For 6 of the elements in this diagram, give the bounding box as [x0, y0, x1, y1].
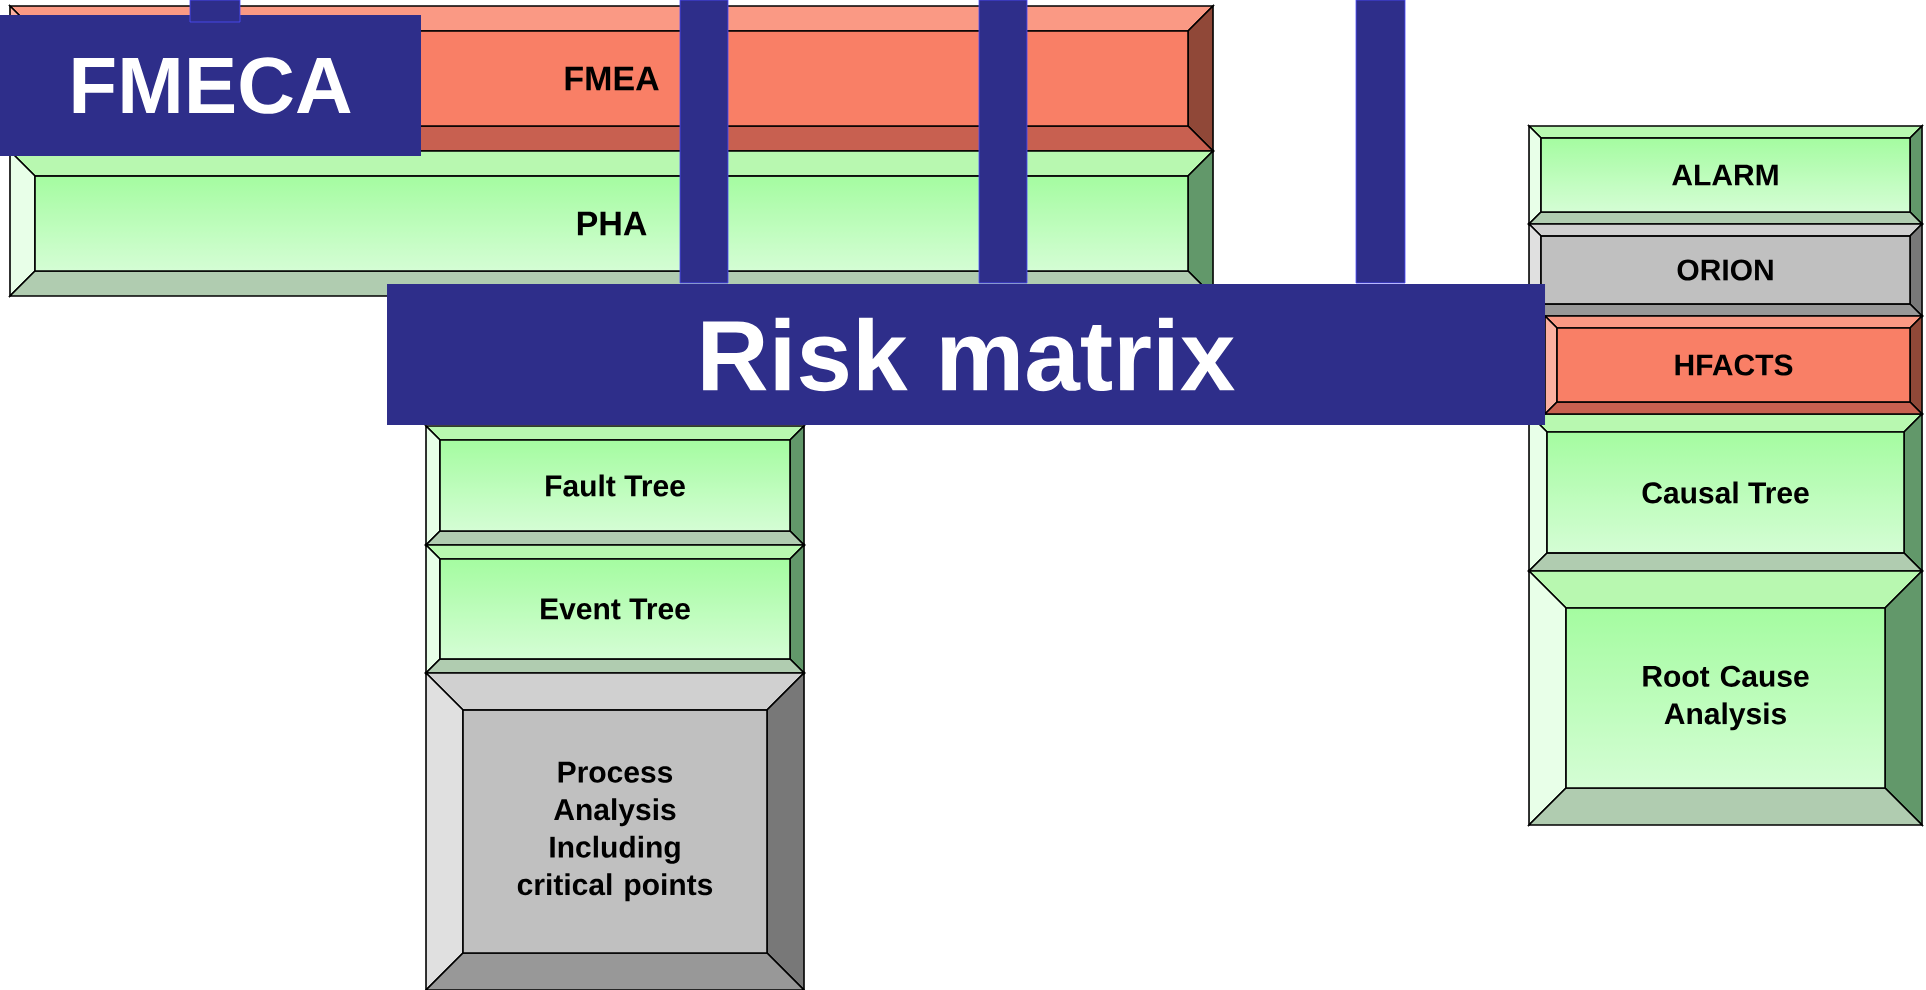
vertical-bar	[1355, 0, 1406, 284]
vertical-bar	[978, 0, 1028, 284]
banner: Risk matrix	[387, 284, 1546, 425]
banner: FMECA	[0, 15, 421, 156]
vertical-bar	[679, 0, 729, 284]
vertical-bar	[189, 0, 241, 23]
